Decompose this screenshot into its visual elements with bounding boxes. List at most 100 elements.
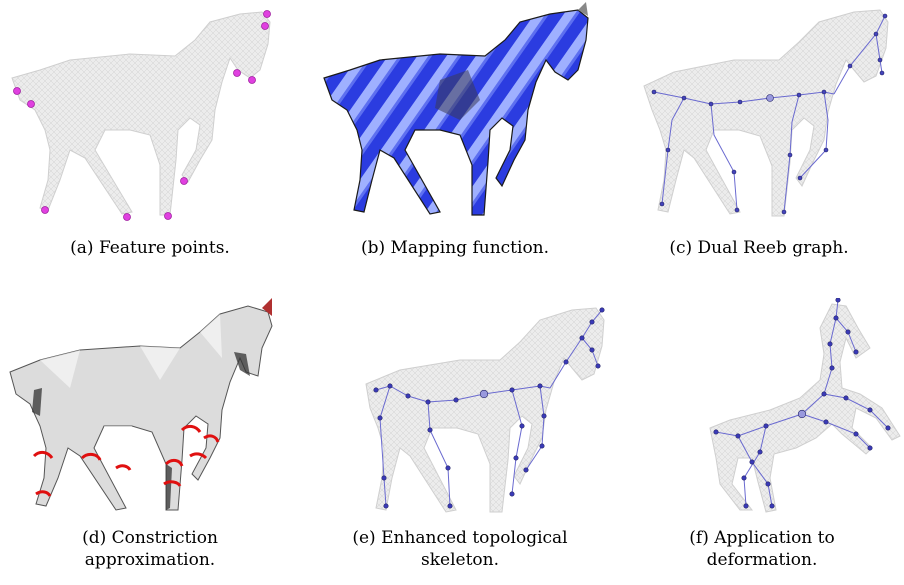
skeleton-node-root [479,389,489,399]
horse-dark-patch [435,70,480,120]
skeleton-node-root [797,409,807,419]
feature-point [123,213,131,221]
caption-f: (f) Application to deformation. [620,527,904,571]
skeleton-node [741,475,747,481]
skeleton-node [853,431,859,437]
graph-node-root [766,94,774,102]
skeleton-edges [375,309,603,507]
horse-skeleton-image [365,307,605,513]
skeleton-node [589,319,595,325]
horse-ear [262,298,272,316]
panel-enhanced-topological-skeleton: (e) Enhanced topological skeleton. [310,298,610,585]
horse-dual-reeb-graph-image [643,9,889,217]
skeleton-node [735,433,741,439]
caption-a: (a) Feature points. [0,237,300,259]
skeleton-node [833,315,839,321]
caption-f-line1: (f) Application to [689,528,835,548]
skeleton-node [519,423,525,429]
skeleton-node [513,455,519,461]
skeleton-nodes [373,307,605,509]
skeleton-node [843,395,849,401]
feature-point [13,87,21,95]
graph-node [651,89,657,95]
skeleton-node [373,387,379,393]
graph-node [708,101,714,107]
horse-ear [578,2,588,16]
caption-f-line2: deformation. [706,550,818,570]
feature-point [164,212,172,220]
graph-node [796,92,802,98]
skeleton-node [867,445,873,451]
skeleton-node [539,443,545,449]
skeleton-node [743,503,749,509]
skeleton-node [867,407,873,413]
graph-node [879,70,885,76]
feature-point [248,76,256,84]
caption-e: (e) Enhanced topological skeleton. [310,527,610,571]
feature-point [180,177,188,185]
facet-shading-dark [32,352,250,510]
graph-node [781,209,787,215]
horse-mapping-function-image [323,2,589,216]
graph-node [787,152,793,158]
skeleton-node [453,397,459,403]
horse-mesh [643,9,889,217]
skeleton-node [541,413,547,419]
skeleton-node [595,363,601,369]
caption-e-line1: (e) Enhanced topological [352,528,568,548]
skeleton-node [749,459,755,465]
caption-e-line2: skeleton. [420,550,499,570]
skeleton-node [763,423,769,429]
horse-constriction-image [9,298,273,511]
graph-node [821,89,827,95]
skeleton-node [757,449,763,455]
graph-node [882,13,888,19]
deformation-skeleton-nodes [713,298,891,509]
graph-node [659,201,665,207]
skeleton-node [579,335,585,341]
horse-shaded-body [9,305,273,511]
skeleton-node [447,503,453,509]
skeleton-node [765,481,771,487]
reeb-graph-nodes [651,13,888,215]
caption-b: (b) Mapping function. [310,237,600,259]
feature-point [263,10,271,18]
graph-node [797,175,803,181]
graph-node [737,99,743,105]
graph-node [734,207,740,213]
graph-node [873,31,879,37]
skeleton-node [829,365,835,371]
caption-c: (c) Dual Reeb graph. [614,237,904,259]
skeleton-node [589,347,595,353]
horse-mesh-rearing [709,303,901,513]
skeleton-node [769,503,775,509]
caption-d-line2: approximation. [84,550,216,570]
skeleton-node [523,467,529,473]
constriction-loops [32,424,220,497]
caption-b-line1: (b) Mapping function. [360,238,550,258]
skeleton-node [405,393,411,399]
caption-d-line1: (d) Constriction [82,528,218,548]
graph-node [731,169,737,175]
graph-node [847,63,853,69]
panel-feature-points: (a) Feature points. [0,0,300,258]
skeleton-node [563,359,569,365]
skeleton-node [713,429,719,435]
skeleton-node [427,427,433,433]
skeleton-node [853,349,859,355]
feature-point [27,100,35,108]
panel-deformation: (f) Application to deformation. [620,298,904,585]
skeleton-node [821,391,827,397]
horse-mesh [365,307,605,513]
skeleton-node [381,475,387,481]
facet-shading [40,314,222,448]
reeb-graph-edges [653,15,886,213]
horse-feature-points-image [11,10,271,221]
skeleton-node [823,419,829,425]
skeleton-node [445,465,451,471]
skeleton-node [885,425,891,431]
skeleton-node [827,341,833,347]
feature-point [233,69,241,77]
skeleton-node [509,387,515,393]
skeleton-node [377,415,383,421]
